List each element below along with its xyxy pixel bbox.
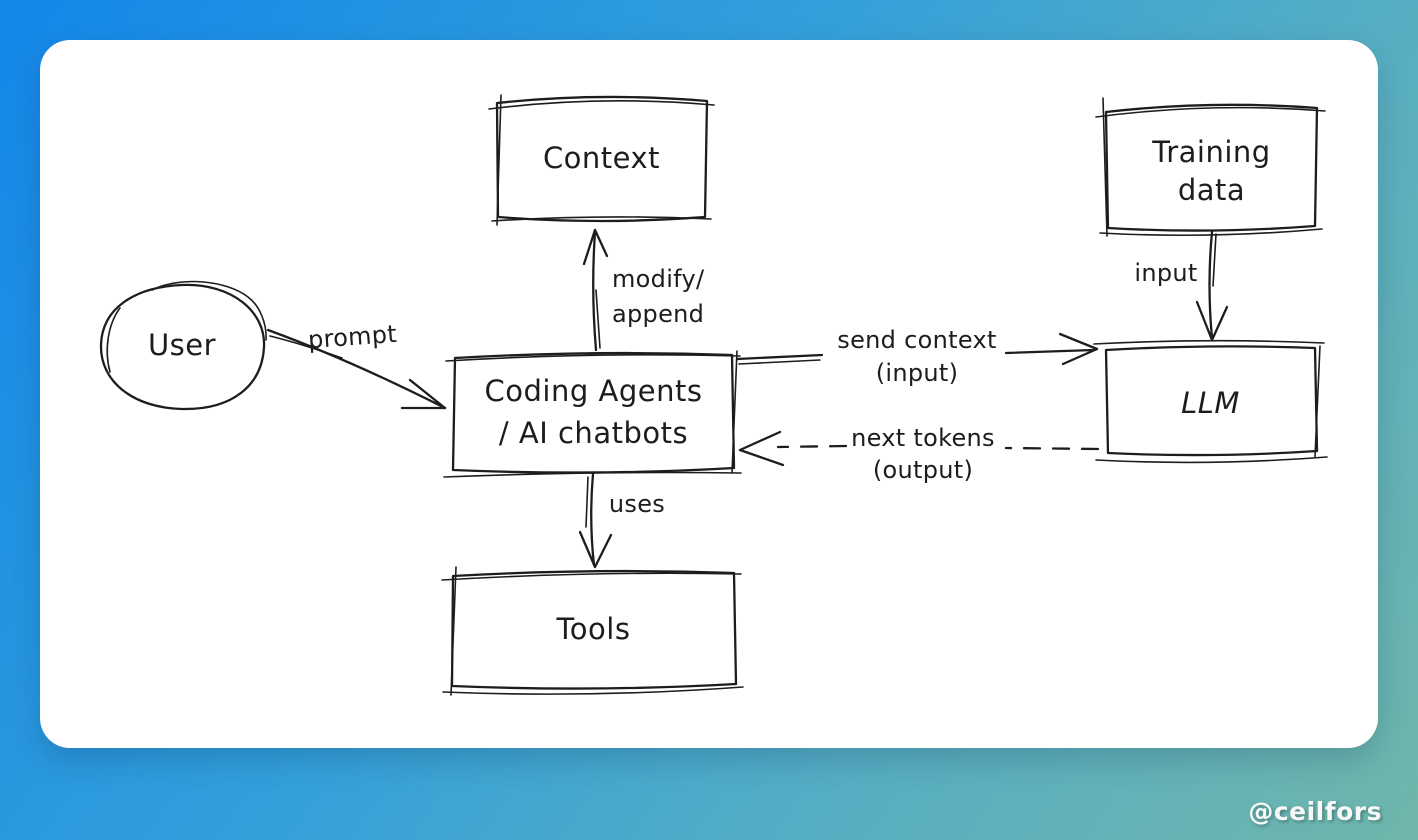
user-ellipse-shape: [99, 280, 267, 411]
next-tokens-arrow: [738, 430, 1100, 467]
user-node-label: User: [147, 328, 217, 362]
modify-append-label-line1: modify/: [612, 265, 705, 293]
author-watermark: @ceilfors: [1248, 797, 1382, 826]
next-tokens-label-line2: (output): [872, 456, 974, 484]
coding-agents-label-line1: Coding Agents: [484, 374, 703, 408]
context-node-label: Context: [542, 141, 661, 175]
training-data-label-line2: data: [1177, 173, 1246, 207]
send-context-label-line1: send context: [837, 326, 997, 354]
modify-append-edge-label: modify/ append: [612, 262, 742, 332]
training-data-node-label: Training data: [1103, 133, 1320, 209]
training-data-box-shape: [1095, 97, 1326, 237]
whiteboard-card: User Context Training data Coding Agents…: [40, 40, 1378, 748]
modify-append-arrow: [582, 228, 609, 352]
diagram-canvas: [99, 94, 1328, 696]
training-data-label-line1: Training: [1152, 135, 1271, 169]
send-context-edge-label: send context (input): [812, 324, 1022, 390]
next-tokens-edge-label: next tokens (output): [818, 422, 1028, 486]
uses-edge-label: uses: [608, 490, 666, 518]
coding-agents-box-shape: [443, 350, 742, 478]
tools-node-label: Tools: [556, 612, 631, 646]
prompt-arrow: [266, 328, 447, 410]
tools-box-shape: [441, 566, 744, 696]
llm-box-shape: [1093, 339, 1328, 464]
modify-append-label-line2: append: [612, 300, 705, 328]
send-context-arrow: [735, 332, 1099, 366]
llm-node-label: LLM: [1181, 386, 1240, 420]
next-tokens-label-line1: next tokens: [851, 424, 995, 452]
input-arrow: [1195, 230, 1229, 342]
send-context-label-line2: (input): [875, 359, 959, 387]
coding-agents-node-label: Coding Agents / AI chatbots: [452, 370, 735, 454]
input-edge-label: input: [1134, 259, 1198, 287]
coding-agents-label-line2: / AI chatbots: [498, 416, 689, 450]
context-box-shape: [488, 94, 715, 226]
uses-arrow: [578, 472, 613, 569]
